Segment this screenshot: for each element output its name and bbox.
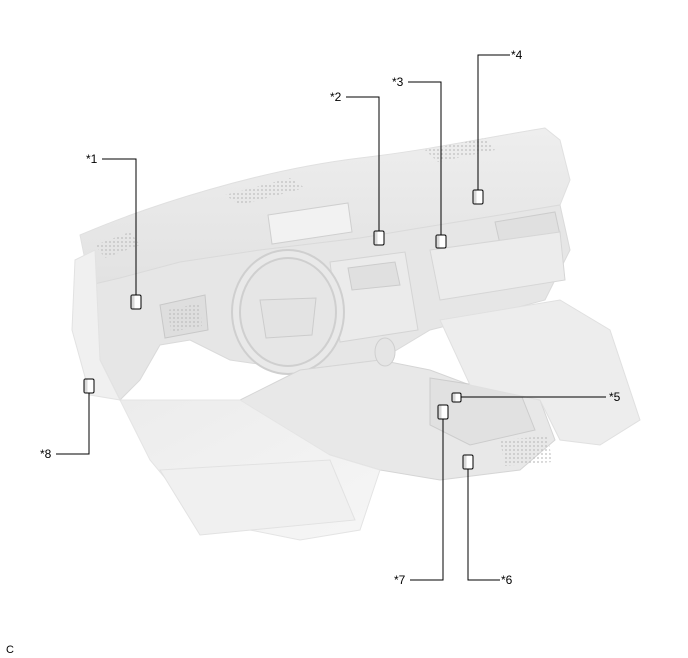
callout-label-4: *4 bbox=[511, 48, 523, 62]
part-marker-3[interactable] bbox=[435, 234, 447, 249]
part-marker-4[interactable] bbox=[472, 189, 484, 205]
callout-label-2: *2 bbox=[330, 90, 342, 104]
part-marker-8[interactable] bbox=[83, 378, 95, 394]
part-markers bbox=[83, 189, 484, 470]
callout-label-3: *3 bbox=[392, 75, 404, 89]
part-marker-7[interactable] bbox=[437, 404, 449, 420]
leader-line-1 bbox=[102, 158, 137, 295]
leader-line-8 bbox=[56, 393, 90, 455]
callout-label-1: *1 bbox=[86, 152, 98, 166]
leader-line-2 bbox=[346, 96, 380, 231]
leader-line-4 bbox=[477, 54, 510, 190]
callout-labels: *1 *2 *3 *4 *5 *6 *7 *8 bbox=[40, 48, 621, 587]
steering-wheel bbox=[231, 249, 345, 375]
floor bbox=[71, 249, 641, 541]
leader-line-7 bbox=[410, 419, 444, 581]
part-marker-2[interactable] bbox=[373, 230, 385, 246]
leader-lines bbox=[56, 54, 606, 581]
part-marker-5[interactable] bbox=[451, 392, 462, 403]
callout-label-5: *5 bbox=[609, 390, 621, 404]
leader-line-6 bbox=[467, 469, 500, 581]
callout-label-7: *7 bbox=[394, 573, 406, 587]
callout-label-6: *6 bbox=[501, 573, 513, 587]
part-marker-6[interactable] bbox=[462, 454, 474, 470]
callout-label-8: *8 bbox=[40, 447, 52, 461]
part-marker-1[interactable] bbox=[130, 294, 142, 310]
leader-line-3 bbox=[408, 81, 442, 235]
figure-code: C bbox=[6, 644, 14, 656]
